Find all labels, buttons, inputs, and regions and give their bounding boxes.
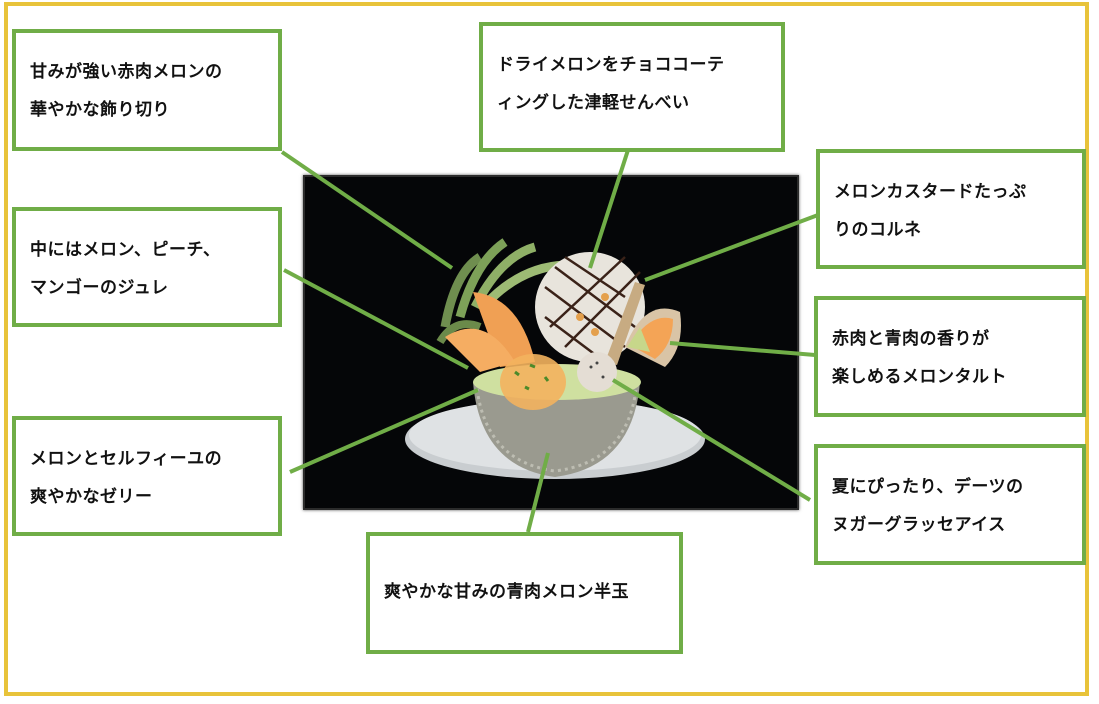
- callout-text-line1: メロンカスタードたっぷ: [834, 182, 1027, 202]
- callout-text-line1: 夏にぴったり、デーツの: [832, 477, 1024, 497]
- dessert-photo: [303, 175, 799, 510]
- callout-cornet: メロンカスタードたっぷ りのコルネ: [816, 149, 1086, 269]
- callout-jelly-inside: 中にはメロン、ピーチ、 マンゴーのジュレ: [12, 207, 282, 327]
- callout-red-melon-carving: 甘みが強い赤肉メロンの 華やかな飾り切り: [12, 29, 282, 151]
- callout-melon-tart: 赤肉と青肉の香りが 楽しめるメロンタルト: [814, 296, 1086, 417]
- callout-text-line2: ヌガーグラッセアイス: [832, 515, 1006, 535]
- callout-text-line1: 爽やかな甘みの青肉メロン半玉: [384, 582, 629, 602]
- callout-text-line1: メロンとセルフィーユの: [30, 449, 223, 469]
- callout-nougat-ice: 夏にぴったり、デーツの ヌガーグラッセアイス: [814, 444, 1086, 565]
- callout-text-line2: りのコルネ: [834, 220, 922, 240]
- callout-text-line2: ィングした津軽せんべい: [497, 93, 690, 113]
- callout-text-line1: ドライメロンをチョココーテ: [497, 55, 725, 75]
- callout-text-line2: 楽しめるメロンタルト: [832, 367, 1007, 387]
- callout-text-line2: マンゴーのジュレ: [30, 278, 169, 298]
- dessert-illustration-icon: [405, 238, 705, 479]
- callout-selfie-jelly: メロンとセルフィーユの 爽やかなゼリー: [12, 416, 282, 536]
- callout-text-line2: 華やかな飾り切り: [30, 100, 170, 120]
- callout-text-line1: 中にはメロン、ピーチ、: [30, 240, 221, 260]
- callout-green-melon-half: 爽やかな甘みの青肉メロン半玉: [366, 532, 683, 654]
- callout-choco-senbei: ドライメロンをチョココーテ ィングした津軽せんべい: [479, 22, 785, 152]
- callout-text-line2: 爽やかなゼリー: [30, 487, 153, 507]
- callout-text-line1: 甘みが強い赤肉メロンの: [30, 62, 223, 82]
- callout-text-line1: 赤肉と青肉の香りが: [832, 329, 990, 349]
